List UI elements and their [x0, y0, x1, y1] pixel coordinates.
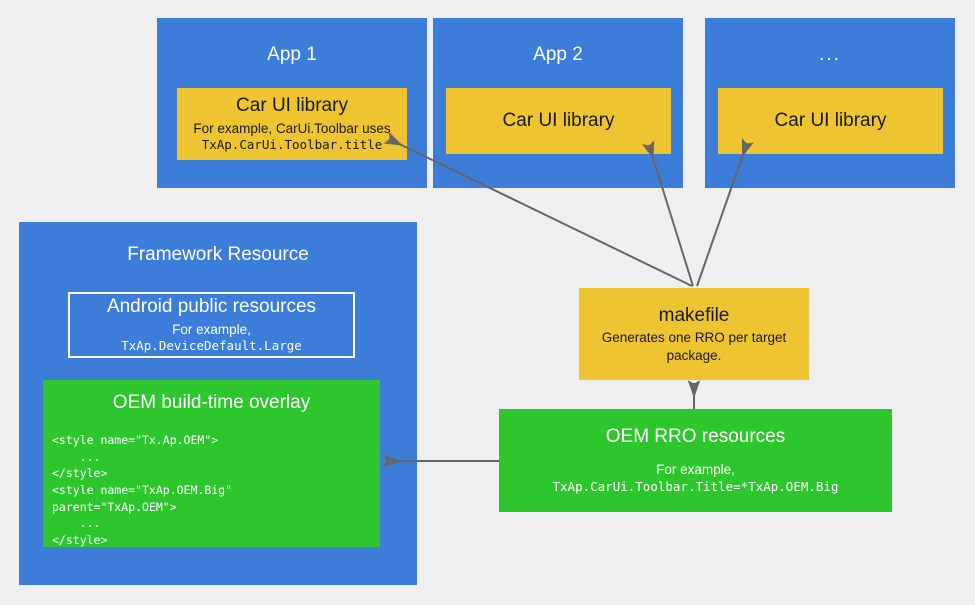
android-public-resources-title: Android public resources [106, 295, 317, 317]
app-2-panel: App 2 Car UI library [433, 18, 683, 188]
app-1-panel: App 1 Car UI library For example, CarUi.… [157, 18, 427, 188]
app-2-title: App 2 [533, 44, 583, 65]
makefile-box: makefile Generates one RRO per target pa… [579, 288, 809, 380]
makefile-subtitle: Generates one RRO per target package. [601, 330, 787, 363]
android-public-resources-code: TxAp.DeviceDefault.Large [121, 338, 302, 354]
android-public-resources-subtitle: For example, [172, 321, 251, 337]
app-1-library-code: TxAp.CarUi.Toolbar.title [201, 137, 383, 153]
android-public-resources-box: Android public resources For example, Tx… [68, 292, 355, 358]
app-more-panel: ... Car UI library [705, 18, 955, 188]
app-1-car-ui-library: Car UI library For example, CarUi.Toolba… [177, 88, 407, 160]
app-more-library-title: Car UI library [774, 110, 887, 132]
framework-resource-panel: Framework Resource Android public resour… [19, 222, 417, 585]
oem-build-time-overlay-code: <style name="Tx.Ap.OEM"> ... </style> <s… [52, 433, 233, 548]
framework-resource-title: Framework Resource [127, 244, 309, 265]
makefile-title: makefile [658, 304, 730, 326]
app-more-title: ... [819, 44, 841, 65]
app-1-library-subtitle: For example, CarUi.Toolbar uses [193, 120, 391, 136]
oem-build-time-overlay-box: OEM build-time overlay <style name="Tx.A… [43, 380, 380, 547]
oem-rro-resources-subtitle: For example, [656, 462, 735, 478]
app-1-library-title: Car UI library [236, 94, 348, 116]
oem-rro-resources-title: OEM RRO resources [605, 426, 786, 448]
oem-rro-resources-box: OEM RRO resources For example, TxAp.CarU… [499, 409, 892, 512]
app-more-car-ui-library: Car UI library [718, 88, 943, 154]
oem-rro-resources-code: TxAp.CarUi.Toolbar.Title=*TxAp.OEM.Big [552, 478, 839, 494]
app-1-title: App 1 [267, 44, 317, 65]
app-2-car-ui-library: Car UI library [446, 88, 671, 154]
app-2-library-title: Car UI library [502, 110, 615, 132]
oem-build-time-overlay-title: OEM build-time overlay [112, 392, 311, 413]
